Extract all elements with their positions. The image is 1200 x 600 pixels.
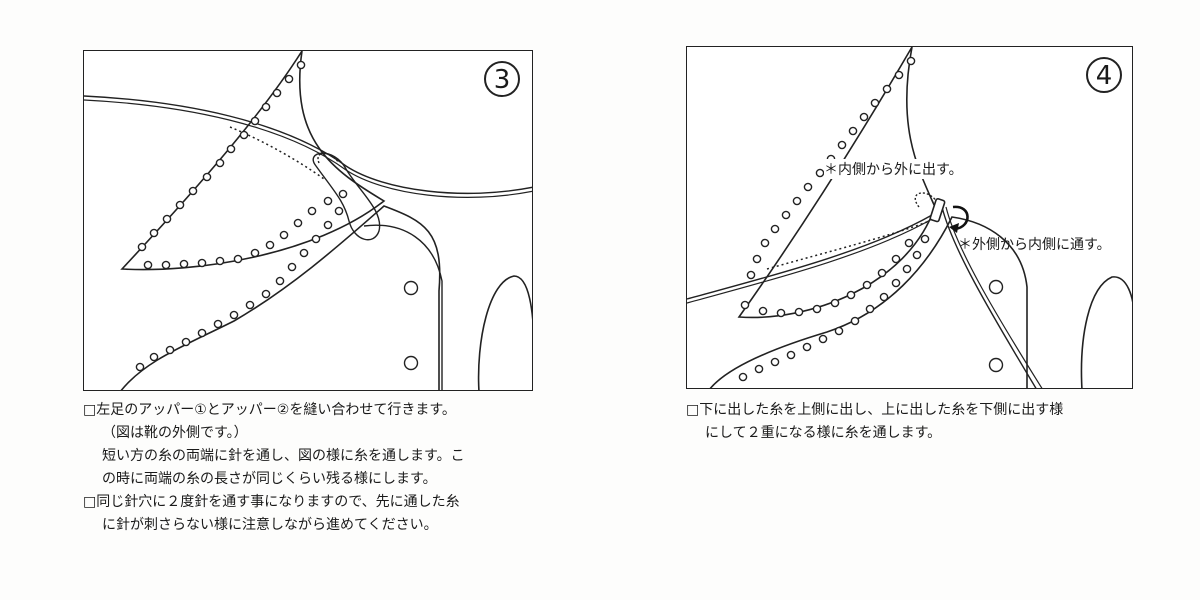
- instruction-line: に針が刺さらない様に注意しながら進めてください。: [102, 517, 438, 533]
- step-3-instructions: □左足のアッパー①とアッパー②を縫い合わせて行きます。 （図は靴の外側です。） …: [83, 399, 465, 537]
- instruction-line: □下に出した糸を上側に出し、上に出した糸を下側に出す様: [686, 402, 1064, 418]
- stitching-diagram-3: [84, 51, 532, 390]
- instruction-line: □左足のアッパー①とアッパー②を縫い合わせて行きます。: [83, 402, 456, 418]
- step-number-3: 3: [484, 61, 520, 97]
- instruction-line: の時に両端の糸の長さが同じくらい残る様にします。: [102, 471, 437, 487]
- step-3-illustration: 3: [83, 50, 533, 391]
- upper-piece-1: [737, 47, 936, 319]
- annotation-outside-in: ＊外側から内側に通す。: [958, 237, 1111, 253]
- instruction-line: □同じ針穴に２度針を通す事になりますので、先に通した糸: [83, 494, 460, 510]
- annotation-inside-out: ＊内側から外に出す。: [824, 159, 963, 179]
- step-4-instructions: □下に出した糸を上側に出し、上に出した糸を下側に出す様 にして２重になる様に糸を…: [686, 399, 1063, 445]
- upper-piece-1: [120, 51, 386, 271]
- stitch-holes: [135, 60, 419, 372]
- stitching-diagram-4: [687, 47, 1132, 388]
- step-number-4: 4: [1086, 57, 1122, 93]
- instruction-line: にして２重になる様に糸を通します。: [705, 425, 942, 441]
- stitch-holes: [738, 56, 1004, 382]
- instruction-line: （図は靴の外側です。）: [102, 425, 248, 441]
- upper-piece-2: [120, 205, 441, 390]
- upper-piece-2: [709, 216, 1028, 388]
- step-4-illustration: 4 ＊内側から外に出す。 ＊外側から内側に通す。: [686, 46, 1133, 389]
- instruction-line: 短い方の糸の両端に針を通し、図の様に糸を通します。こ: [102, 448, 465, 464]
